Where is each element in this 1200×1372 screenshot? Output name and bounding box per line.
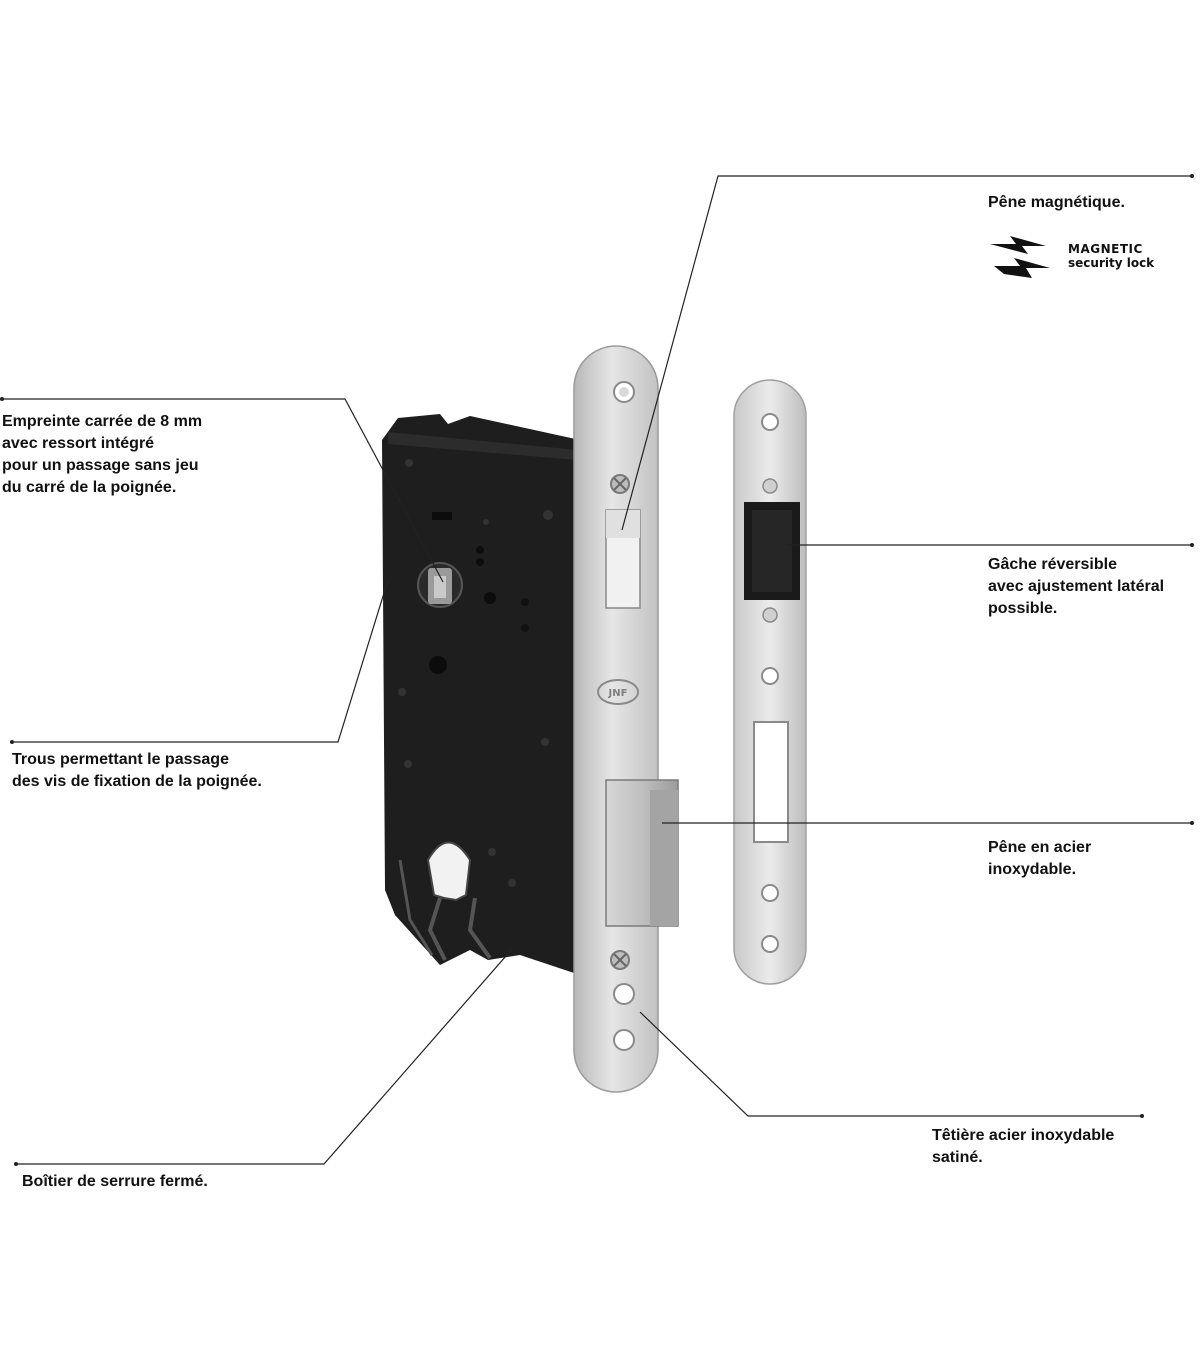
callout-boitier: Boîtier de serrure fermé. xyxy=(22,1171,208,1193)
callout-tetiere: Têtière acier inoxydable satiné. xyxy=(932,1125,1114,1169)
callout-line: Pêne magnétique. xyxy=(988,194,1125,211)
strike-plate xyxy=(733,379,807,985)
callout-empreinte: Empreinte carrée de 8 mm avec ressort in… xyxy=(2,411,202,499)
leader-empreinte xyxy=(2,398,444,583)
callout-line: Empreinte carrée de 8 mm xyxy=(2,413,203,430)
callout-line: possible. xyxy=(988,600,1058,617)
leader-lines xyxy=(2,175,1192,1165)
callout-line: satiné. xyxy=(932,1149,983,1166)
callout-pene-magnetique: Pêne magnétique. xyxy=(988,192,1125,214)
callout-line: Trous permettant le passage xyxy=(12,751,229,768)
callout-gache: Gâche réversible avec ajustement latéral… xyxy=(988,554,1164,620)
callout-line: Gâche réversible xyxy=(988,556,1117,573)
brand-line-1: MAGNETIC xyxy=(1068,242,1143,256)
callout-line: pour un passage sans jeu xyxy=(2,457,199,474)
callout-line: inoxydable. xyxy=(988,861,1077,878)
leader-boitier xyxy=(16,947,514,1165)
callout-line: du carré de la poignée. xyxy=(2,479,177,496)
brand-line-2: security lock xyxy=(1068,256,1155,270)
leader-dots xyxy=(0,174,1194,1166)
callout-line: avec ajustement latéral xyxy=(988,578,1165,595)
leader-pene-magnetique xyxy=(621,175,1192,531)
callout-line: Têtière acier inoxydable xyxy=(932,1127,1115,1144)
callout-line: Pêne en acier xyxy=(988,839,1092,856)
faceplate xyxy=(573,345,679,1093)
lock-case xyxy=(382,414,580,975)
callout-pene-acier: Pêne en acier inoxydable. xyxy=(988,837,1091,881)
magnetic-security-lock-logo: MAGNETIC security lock xyxy=(988,232,1188,284)
callout-line: avec ressort intégré xyxy=(2,435,155,452)
leader-tetiere xyxy=(639,1011,1142,1117)
callout-line: Boîtier de serrure fermé. xyxy=(22,1173,208,1190)
lightning-bolt-icon xyxy=(990,236,1050,278)
callout-trous: Trous permettant le passage des vis de f… xyxy=(12,749,262,793)
faceplate-logo: JNF xyxy=(608,688,628,699)
callout-line: des vis de fixation de la poignée. xyxy=(12,773,262,790)
leader-trous xyxy=(12,579,389,743)
